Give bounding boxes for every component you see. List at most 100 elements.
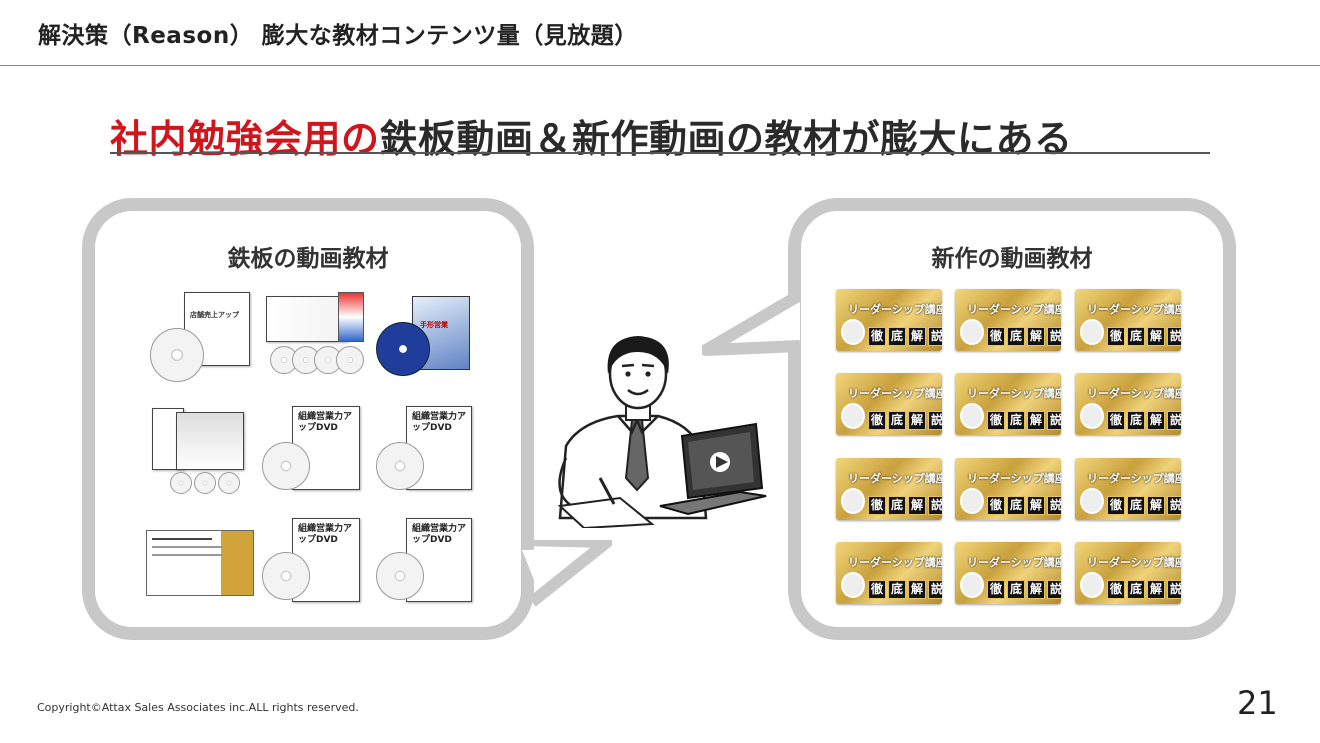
card-char: 解 [908, 496, 926, 515]
left-bubble-tail [522, 540, 612, 607]
card-char: 解 [908, 580, 926, 599]
headline-underline [110, 152, 1210, 154]
card-char: 徹 [1107, 580, 1125, 599]
card-char: 説 [928, 496, 942, 515]
card-char: 解 [1027, 496, 1045, 515]
card-chars: 徹底解説 [987, 580, 1061, 599]
leadership-video-card: リーダーシップ講座徹底解説 [955, 542, 1061, 604]
card-char: 解 [1147, 327, 1165, 346]
leadership-video-card: リーダーシップ講座徹底解説 [836, 542, 942, 604]
card-title: リーダーシップ講座 [848, 387, 942, 400]
card-title: リーダーシップ講座 [848, 556, 942, 569]
card-title: リーダーシップ講座 [967, 387, 1061, 400]
card-char: 解 [1147, 496, 1165, 515]
card-char: 徹 [987, 327, 1005, 346]
presenter-photo [960, 403, 984, 429]
card-char: 解 [1027, 411, 1045, 430]
card-char: 説 [1167, 327, 1181, 346]
leadership-video-card: リーダーシップ講座徹底解説 [1075, 289, 1181, 351]
headline-text: 鉄板動画＆新作動画の教材が膨大にある [379, 117, 1073, 161]
card-char: 解 [1027, 580, 1045, 599]
leadership-video-card: リーダーシップ講座徹底解説 [836, 289, 942, 351]
card-char: 徹 [987, 496, 1005, 515]
card-char: 底 [1127, 327, 1145, 346]
card-char: 徹 [1107, 327, 1125, 346]
presenter-photo [841, 572, 865, 598]
presenter-photo [1080, 319, 1104, 345]
dvd-thumb-set [150, 406, 250, 494]
card-chars: 徹底解説 [868, 580, 942, 599]
man-with-laptop-illustration [557, 336, 767, 528]
card-char: 説 [1167, 411, 1181, 430]
card-title: リーダーシップ講座 [1087, 472, 1181, 485]
dvd-thumb-organization-1: 組織営業力アップDVD [262, 406, 360, 494]
copyright: Copyright©Attax Sales Associates inc.ALL… [37, 701, 359, 714]
card-char: 徹 [868, 327, 886, 346]
headline-highlight: 社内勉強会用の [110, 117, 380, 161]
presenter-photo [960, 572, 984, 598]
card-char: 底 [1007, 496, 1025, 515]
leadership-video-card: リーダーシップ講座徹底解説 [836, 458, 942, 520]
card-title: リーダーシップ講座 [967, 556, 1061, 569]
card-chars: 徹底解説 [1107, 411, 1181, 430]
card-chars: 徹底解説 [1107, 580, 1181, 599]
card-chars: 徹底解説 [987, 411, 1061, 430]
card-char: 底 [1127, 411, 1145, 430]
card-char: 徹 [868, 496, 886, 515]
presenter-photo [841, 319, 865, 345]
leadership-video-card: リーダーシップ講座徹底解説 [955, 458, 1061, 520]
card-char: 解 [1027, 327, 1045, 346]
presenter-photo [1080, 572, 1104, 598]
card-char: 底 [1007, 327, 1025, 346]
dvd-thumb-boxset [262, 292, 364, 380]
card-title: リーダーシップ講座 [1087, 387, 1181, 400]
card-char: 説 [1047, 327, 1061, 346]
card-chars: 徹底解説 [1107, 327, 1181, 346]
presenter-photo [960, 319, 984, 345]
card-char: 解 [1147, 411, 1165, 430]
card-char: 説 [928, 411, 942, 430]
dvd-thumb-organization-3: 組織営業力アップDVD [262, 518, 360, 604]
card-char: 底 [888, 327, 906, 346]
card-char: 底 [1127, 496, 1145, 515]
card-title: リーダーシップ講座 [848, 303, 942, 316]
presenter-photo [841, 403, 865, 429]
leadership-video-card: リーダーシップ講座徹底解説 [1075, 542, 1181, 604]
card-char: 徹 [1107, 496, 1125, 515]
card-chars: 徹底解説 [1107, 496, 1181, 515]
dvd-thumb-organization-2: 組織営業力アップDVD [376, 406, 472, 494]
card-char: 説 [928, 327, 942, 346]
card-char: 解 [908, 411, 926, 430]
presenter-photo [841, 488, 865, 514]
card-char: 説 [1167, 496, 1181, 515]
card-char: 底 [1127, 580, 1145, 599]
headline: 社内勉強会用の鉄板動画＆新作動画の教材が膨大にある [110, 108, 1073, 163]
card-title: リーダーシップ講座 [848, 472, 942, 485]
presenter-photo [960, 488, 984, 514]
card-char: 底 [888, 580, 906, 599]
card-title: リーダーシップ講座 [967, 303, 1061, 316]
card-char: 徹 [987, 411, 1005, 430]
card-char: 底 [1007, 580, 1025, 599]
card-chars: 徹底解説 [868, 327, 942, 346]
card-char: 解 [908, 327, 926, 346]
card-char: 徹 [1107, 411, 1125, 430]
leadership-video-card: リーダーシップ講座徹底解説 [836, 373, 942, 435]
card-char: 解 [1147, 580, 1165, 599]
card-chars: 徹底解説 [868, 496, 942, 515]
card-char: 底 [888, 411, 906, 430]
card-char: 底 [888, 496, 906, 515]
slide-title: 解決策（Reason） 膨大な教材コンテンツ量（見放題） [38, 23, 638, 49]
card-char: 底 [1007, 411, 1025, 430]
card-title: リーダーシップ講座 [1087, 556, 1181, 569]
card-char: 説 [1167, 580, 1181, 599]
card-char: 説 [1047, 411, 1061, 430]
dvd-thumb-store-sales: 店舗売上アップ [150, 292, 250, 382]
card-char: 説 [1047, 496, 1061, 515]
dvd-thumb-blue: 手形営業 [376, 292, 470, 380]
card-chars: 徹底解説 [987, 327, 1061, 346]
leadership-video-card: リーダーシップ講座徹底解説 [955, 289, 1061, 351]
card-chars: 徹底解説 [987, 496, 1061, 515]
card-char: 説 [1047, 580, 1061, 599]
leadership-video-card: リーダーシップ講座徹底解説 [1075, 373, 1181, 435]
